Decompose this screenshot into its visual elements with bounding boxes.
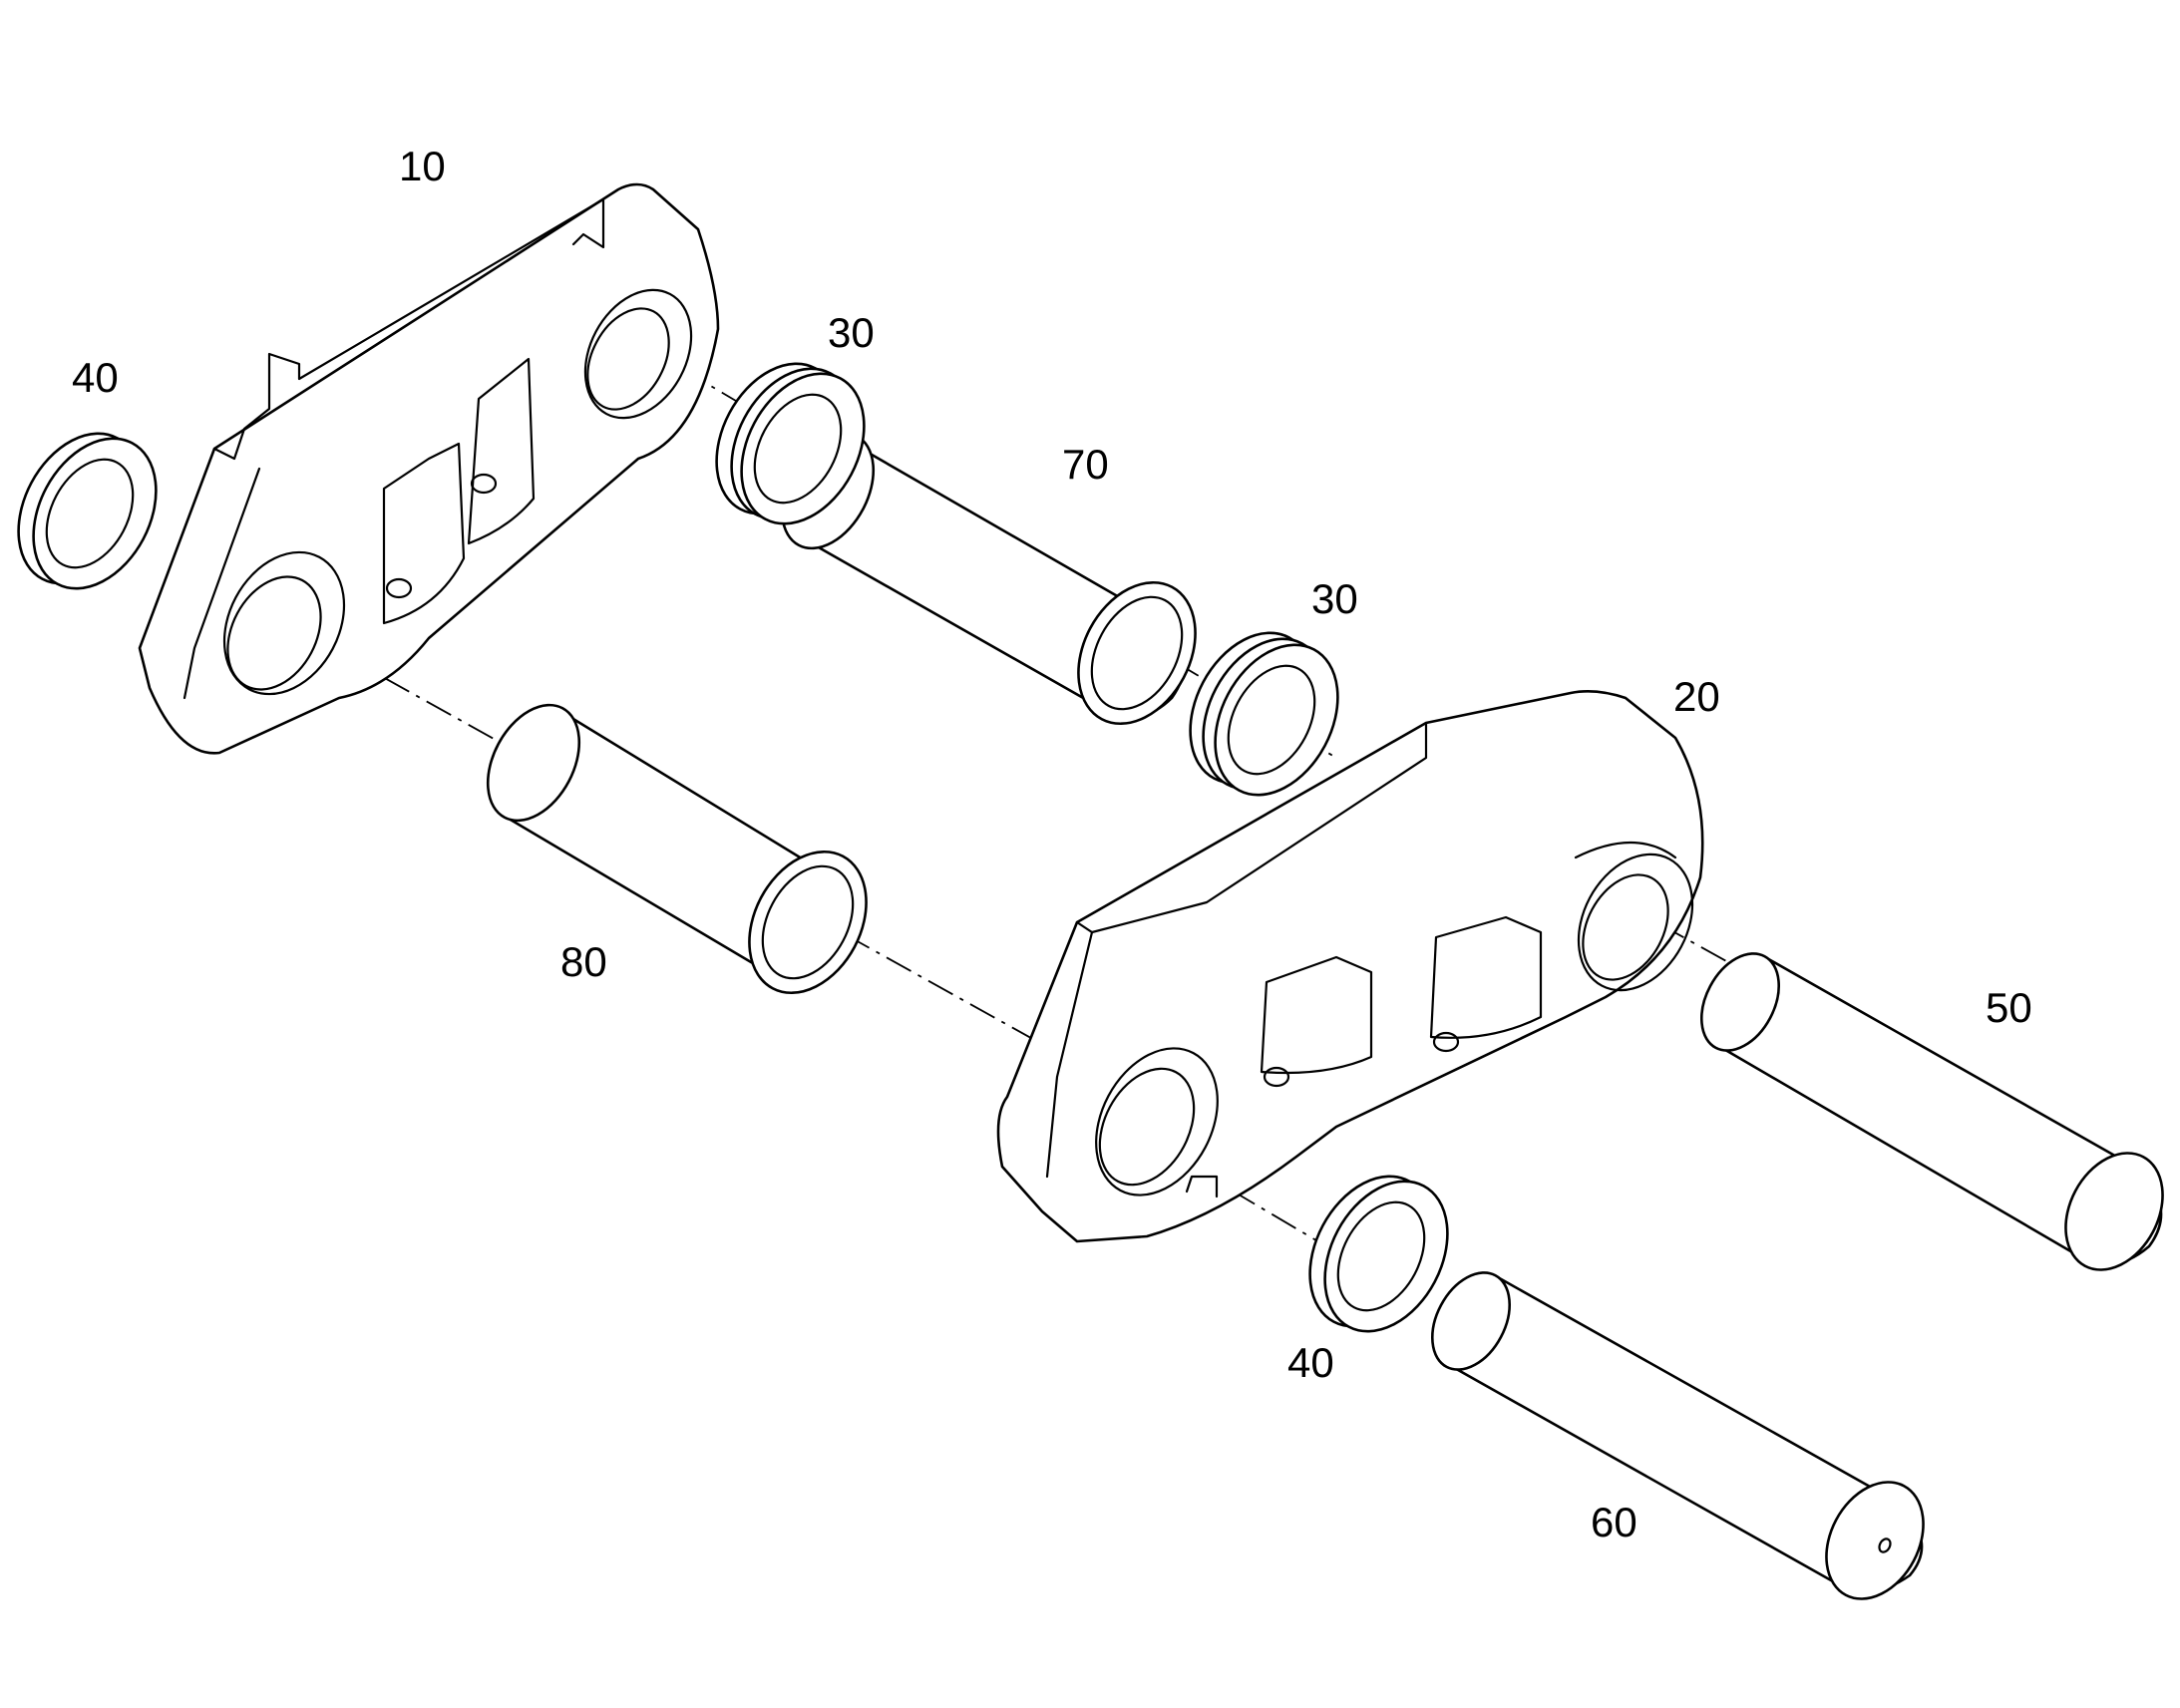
callout-80: 80: [560, 938, 607, 985]
link-left-part: [138, 182, 720, 755]
pin-long-part: [1700, 952, 2164, 1271]
seal-middle-part: [1189, 631, 1339, 797]
seal-upper-part: [715, 362, 866, 525]
callout-40-left: 40: [72, 354, 119, 401]
spacer-right-part: [1308, 1175, 1449, 1333]
bushing-bottom-part: [486, 703, 868, 995]
pin-short-part: [1431, 1271, 1925, 1600]
callout-70: 70: [1062, 441, 1109, 488]
link-right-part: [996, 690, 1704, 1243]
callout-50: 50: [1986, 984, 2032, 1031]
callout-40-right: 40: [1287, 1339, 1334, 1386]
callout-30-upper: 30: [828, 309, 875, 356]
spacer-left-part: [17, 432, 158, 590]
callout-20: 20: [1673, 673, 1720, 720]
callout-10: 10: [399, 143, 446, 189]
callout-30-middle: 30: [1311, 575, 1358, 622]
callout-60: 60: [1591, 1499, 1637, 1545]
